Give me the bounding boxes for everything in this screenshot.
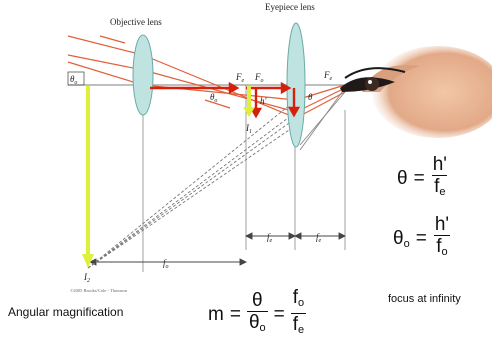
objective-lens-label: Objective lens <box>110 17 162 27</box>
fe-label: Fe <box>235 72 245 84</box>
copyright-note: ©2005 Brooks/Cole - Thomson <box>70 288 128 293</box>
theta-equation: θ=h'fe <box>394 155 452 203</box>
theta-o2-label: θo <box>210 92 217 104</box>
dimension-guides <box>142 85 346 272</box>
theta-o-box <box>67 71 85 86</box>
dim-fe1-label: fe <box>267 232 273 244</box>
focus-at-infinity-caption: focus at infinity <box>388 293 461 305</box>
angular-magnification-caption: Angular magnification <box>8 305 124 319</box>
eye-rays <box>299 87 346 151</box>
diagram-labels: Objective lens Eyepiece lens Fe Fo Fe h'… <box>70 2 333 293</box>
fe2-label: Fe <box>323 70 333 82</box>
eyepiece-lens-label: Eyepiece lens <box>265 2 315 12</box>
dimension-arrows <box>88 232 347 266</box>
dim-fo-label: fo <box>163 258 169 270</box>
eye-illustration <box>340 46 492 138</box>
final-image-i2 <box>82 86 94 268</box>
theta-o-label: θo <box>70 74 77 86</box>
dim-fe2-label: fe <box>316 232 322 244</box>
fo-label: Fo <box>254 72 264 84</box>
focal-construction <box>150 81 301 119</box>
virtual-rays <box>87 99 297 269</box>
theta-o-equation: θo=h'fo <box>390 215 454 263</box>
h-prime-label: h' <box>260 96 268 106</box>
eyepiece-lens <box>286 22 306 148</box>
i1-label: I1 <box>245 123 252 135</box>
objective-lens <box>132 34 154 116</box>
i2-label: I2 <box>83 272 90 284</box>
theta-label: θ <box>308 92 313 102</box>
intermediate-image-i1 <box>243 86 255 117</box>
